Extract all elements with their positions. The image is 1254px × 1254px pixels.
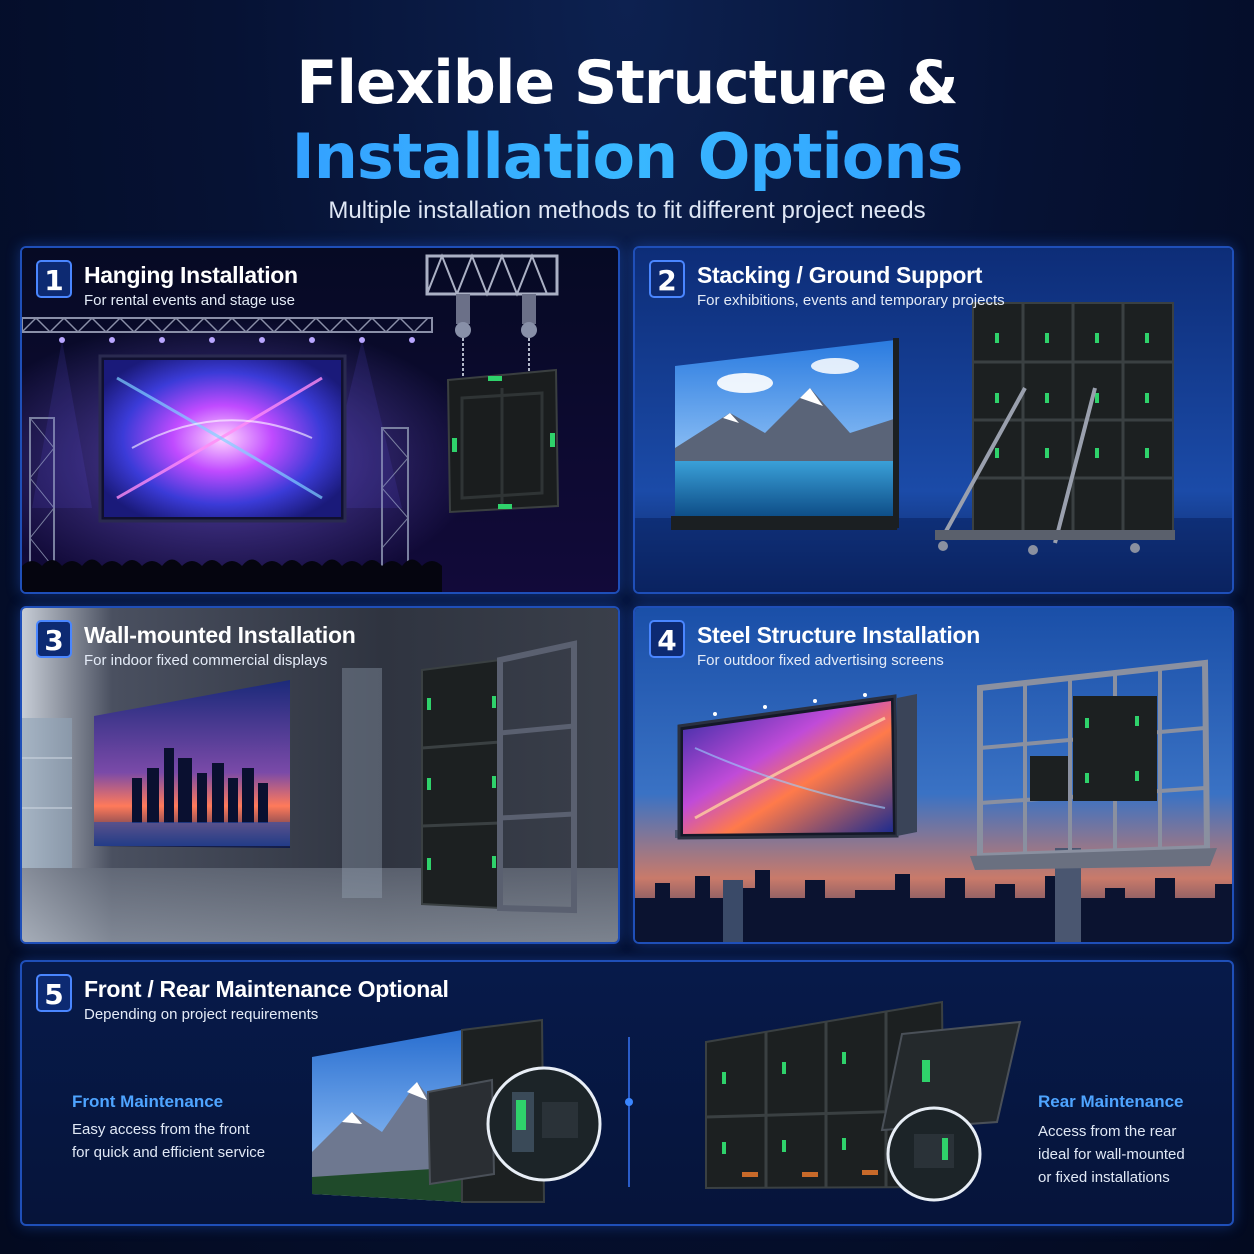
card-maintenance-options[interactable]: 5 Front / Rear Maintenance Optional Depe… [20,960,1234,1226]
rear-maintenance-line1: Access from the rear [1038,1123,1177,1140]
steel-structure-scene-image [635,608,1232,942]
option-subtitle: For rental events and stage use [84,292,295,309]
stacking-scene-image [635,248,1232,592]
card-hanging-installation[interactable]: 1 Hanging Installation For rental events… [20,246,620,594]
maintenance-scene-image [312,1000,1022,1203]
option-subtitle: For exhibitions, events and temporary pr… [697,292,1005,309]
rear-maintenance-line2: ideal for wall-mounted [1038,1146,1185,1163]
option-title: Hanging Installation [84,262,298,288]
option-number-badge: 2 [649,260,685,298]
option-title: Front / Rear Maintenance Optional [84,976,449,1002]
card-steel-structure-installation[interactable]: 4 Steel Structure Installation For outdo… [633,606,1234,944]
option-title: Stacking / Ground Support [697,262,983,288]
option-subtitle: Depending on project requirements [84,1006,319,1023]
option-number-badge: 4 [649,620,685,658]
rear-maintenance-line3: or fixed installations [1038,1169,1170,1186]
page-title-line1: Flexible Structure & [296,48,958,118]
hanging-scene-image [22,248,618,592]
front-maintenance-line1: Easy access from the front [72,1121,250,1138]
option-number-badge: 1 [36,260,72,298]
option-subtitle: For indoor fixed commercial displays [84,652,328,669]
front-maintenance-label: Front Maintenance [72,1092,224,1111]
option-number-badge: 3 [36,620,72,658]
option-number-badge: 5 [36,974,72,1012]
page-subtitle: Multiple installation methods to fit dif… [328,197,926,224]
option-title: Wall-mounted Installation [84,622,356,648]
card-wall-mounted-installation[interactable]: 3 Wall-mounted Installation For indoor f… [20,606,620,944]
front-maintenance-description: Easy access from the front for quick and… [72,1118,265,1164]
rear-maintenance-label: Rear Maintenance [1038,1092,1184,1111]
option-subtitle: For outdoor fixed advertising screens [697,652,944,669]
front-maintenance-line2: for quick and efficient service [72,1144,266,1161]
rear-maintenance-description: Access from the rear ideal for wall-moun… [1038,1120,1185,1189]
option-title: Steel Structure Installation [697,622,980,648]
wall-mounted-scene-image [22,608,618,942]
card-stacking-ground-support[interactable]: 2 Stacking / Ground Support For exhibiti… [633,246,1234,594]
page-title-line2: Installation Options [0,120,1254,193]
